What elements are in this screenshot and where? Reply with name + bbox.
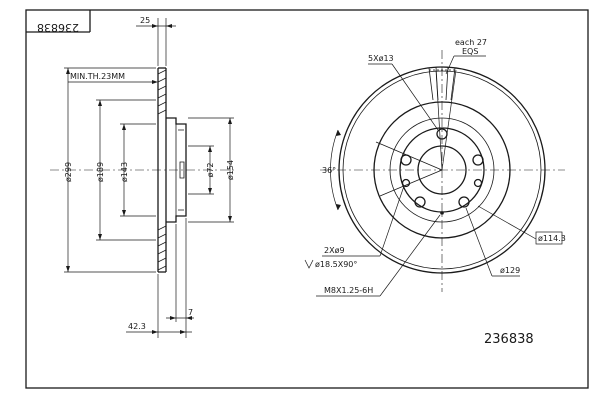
countersink-label: ø18.5X90° — [315, 260, 357, 269]
dim-7-arrow — [186, 316, 192, 320]
bolt-leader — [391, 63, 439, 131]
pcd-circle — [389, 117, 495, 223]
min-thickness-arrow — [152, 80, 158, 84]
eqs-label: EQS — [462, 47, 478, 56]
dim-154-arrow — [228, 216, 232, 222]
small-hole-leader — [379, 185, 405, 257]
rotor-inner-face — [373, 101, 511, 239]
dim-299-arrow — [66, 68, 70, 74]
front-view: 36° 5Xø13 each 27 EQS 2Xø9 ø18.5X90° M8X… — [304, 38, 566, 297]
part-number: 236838 — [484, 332, 534, 347]
dim-189-label: ø189 — [96, 162, 105, 182]
rotor-hatch — [157, 69, 167, 271]
angle-ray — [379, 169, 443, 197]
angle-36-label: 36° — [322, 166, 336, 175]
dim-72-arrow — [208, 146, 212, 152]
dim-25-arrow — [152, 24, 158, 28]
dim-width-label: 25 — [140, 16, 150, 25]
dim-42-arrow — [152, 330, 158, 334]
bolt-hole — [414, 196, 426, 208]
drawing-frame — [25, 9, 589, 389]
dim-299-label: ø299 — [64, 162, 73, 182]
pcd-label: ø114.3 — [538, 234, 566, 243]
dim-25-arrow — [166, 24, 172, 28]
angle-ray — [375, 141, 443, 171]
center-bore — [417, 145, 467, 195]
eqs-leader — [445, 55, 455, 75]
angle-ray — [441, 69, 457, 171]
side-section-view: 25 MIN.TH.23MM ø299 ø189 ø143 ø72 — [50, 16, 235, 338]
pitch-label: ø129 — [500, 266, 520, 275]
dim-72-label: ø72 — [206, 162, 215, 177]
dim-143-arrow — [122, 124, 126, 130]
thread-label: M8X1.25-6H — [324, 286, 373, 295]
dim-42-arrow — [180, 330, 186, 334]
dim-height-label: 42.3 — [128, 322, 146, 331]
dim-143-arrow — [122, 210, 126, 216]
bolt-hole-label: 5Xø13 — [368, 54, 394, 63]
small-hole — [473, 178, 483, 188]
threaded-hole — [440, 211, 444, 215]
angle-36-arc — [330, 129, 339, 211]
dim-299-arrow — [66, 266, 70, 272]
thread-leader — [379, 214, 441, 297]
dim-189-arrow — [98, 234, 102, 240]
bolt-hole — [458, 196, 470, 208]
small-hole — [401, 178, 411, 188]
angle-arrow — [336, 130, 341, 136]
bolt-hole — [472, 154, 484, 166]
dim-offset-label: 7 — [188, 308, 193, 317]
pcd-leader — [477, 205, 537, 240]
rotor-outer-circle — [338, 66, 546, 274]
dim-189-arrow — [98, 100, 102, 106]
angle-ray — [435, 69, 443, 171]
pcd-box — [535, 231, 563, 245]
pitch-leader — [465, 207, 493, 277]
countersink-symbol — [304, 259, 314, 269]
hub-bore-detail — [179, 161, 185, 179]
min-thickness-label: MIN.TH.23MM — [70, 72, 125, 81]
dim-154-arrow — [228, 118, 232, 124]
mirrored-part-number: 236838 — [37, 21, 79, 34]
small-hole-label: 2Xø9 — [324, 246, 345, 255]
rotor-outer-edge — [342, 70, 542, 270]
angle-arrow — [336, 204, 341, 210]
dim-72-arrow — [208, 188, 212, 194]
dim-7-arrow — [170, 316, 176, 320]
each-label: each 27 — [455, 38, 487, 47]
dim-154-label: ø154 — [226, 160, 235, 180]
dim-143-label: ø143 — [120, 162, 129, 182]
hub-detail — [178, 129, 184, 211]
